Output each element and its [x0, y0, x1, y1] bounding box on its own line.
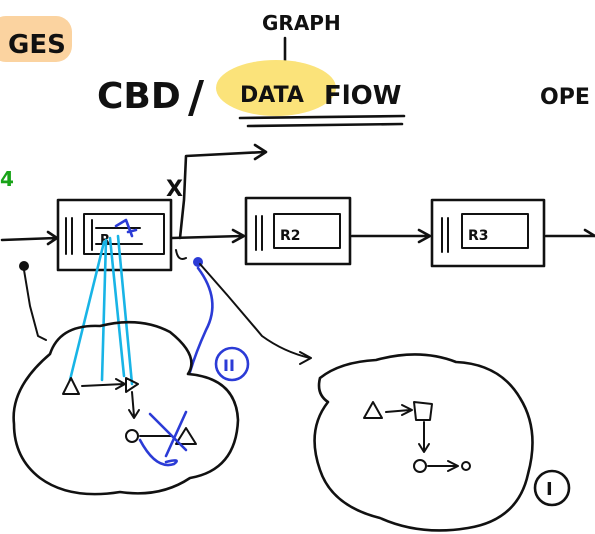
circle-black-label: I: [546, 479, 553, 500]
cyan-link-4: [116, 234, 134, 386]
branch-arrow: [178, 143, 268, 240]
cloud1-graph: [62, 377, 197, 445]
cloud2-graph: [363, 401, 471, 473]
label-cbd: CBD: [97, 76, 181, 117]
arrow-box1-box2: [170, 228, 246, 244]
blue-connector: [188, 266, 214, 374]
cyan-link-1: [68, 240, 106, 382]
u-mark: [175, 249, 187, 260]
processing-box-1: R: [56, 198, 173, 272]
label-graph: GRAPH: [262, 11, 341, 35]
box2-label: R2: [280, 228, 301, 244]
label-slash: /: [188, 72, 205, 123]
label-data: DATA: [240, 83, 304, 108]
data-flow-underline-1: [238, 114, 406, 120]
box3-label: R3: [468, 228, 489, 244]
arrow-box2-box3: [350, 228, 432, 244]
arrow-to-cloud-2: [199, 263, 312, 365]
orange-tag-highlight: [0, 16, 72, 62]
circle-blue-marker: [214, 346, 250, 382]
data-flow-underline-2: [246, 122, 404, 128]
left-dot: [19, 261, 29, 271]
label-top-left: GES: [8, 30, 66, 60]
left-dot-tail: [23, 269, 47, 341]
green-mark: 4: [0, 167, 14, 191]
cloud1-blue-scribble: [138, 410, 188, 467]
circle-blue-label: II: [223, 356, 235, 375]
x-mark: X: [166, 177, 183, 202]
label-flow: FlOW: [324, 81, 401, 111]
cloud-1: [12, 320, 240, 496]
input-arrow: [0, 230, 59, 246]
data-highlight: [216, 60, 336, 116]
cyan-link-2: [100, 238, 108, 382]
cyan-link-3: [108, 236, 126, 378]
output-arrow: [544, 228, 595, 238]
circle-black-marker: [533, 469, 571, 507]
processing-box-3: R3: [430, 198, 546, 268]
box1-blue-scribble: [114, 218, 138, 238]
cloud-2: [313, 353, 534, 532]
label-right-cut: OPE: [540, 85, 590, 110]
processing-box-2: R2: [244, 196, 352, 266]
